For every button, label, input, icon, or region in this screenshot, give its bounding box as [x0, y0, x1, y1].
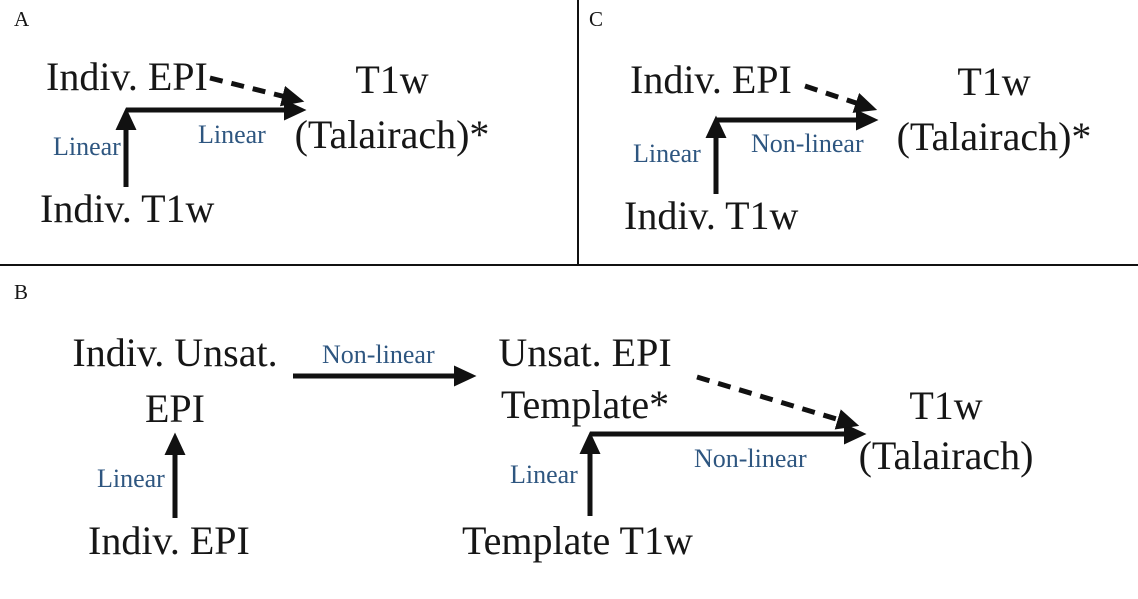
panel-a-node-t1w-talairach-line2: (Talairach)* — [294, 112, 490, 157]
panel-a-node-t1w-talairach: T1w (Talairach)* — [295, 52, 490, 162]
panel-b-label-nonlinear-bottom: Non-linear — [694, 444, 807, 473]
panel-b-node-indiv-unsat-epi-line1: Indiv. Unsat. — [72, 330, 278, 375]
panel-b-tag: B — [14, 280, 29, 304]
horizontal-divider — [0, 264, 1138, 266]
panel-a-label-linear-horizontal: Linear — [198, 120, 266, 149]
panel-b-node-indiv-unsat-epi-line2: EPI — [145, 386, 205, 431]
panel-a-node-indiv-t1w: Indiv. T1w — [40, 186, 215, 231]
panel-b-node-unsat-epi-template: Unsat. EPI Template* — [498, 327, 671, 431]
panel-c-node-indiv-t1w: Indiv. T1w — [624, 193, 799, 238]
panel-a-dashed-composite-arrow — [209, 75, 305, 107]
panel-b-node-indiv-epi: Indiv. EPI — [88, 518, 250, 563]
panel-c-node-t1w-talairach: T1w (Talairach)* — [897, 54, 1092, 164]
panel-b-label-nonlinear-top: Non-linear — [322, 340, 435, 369]
panel-c-label-nonlinear-horizontal: Non-linear — [751, 129, 864, 158]
panel-b-node-t1w-talairach-line2: (Talairach) — [858, 433, 1034, 478]
panel-a-label-linear-vertical: Linear — [53, 132, 121, 161]
panel-b-node-indiv-unsat-epi: Indiv. Unsat. EPI — [72, 325, 277, 437]
panel-b-node-template-t1w: Template T1w — [462, 518, 693, 563]
vertical-divider — [577, 0, 579, 266]
panel-a-node-t1w-talairach-line1: T1w — [355, 57, 429, 102]
panel-c-tag: C — [589, 7, 604, 31]
panel-b-node-unsat-epi-template-line1: Unsat. EPI — [498, 330, 672, 375]
panel-b-node-unsat-epi-template-line2: Template* — [500, 382, 670, 427]
panel-c-label-linear-vertical: Linear — [633, 139, 701, 168]
panel-c-node-t1w-talairach-line2: (Talairach)* — [896, 114, 1092, 159]
panel-a-node-indiv-epi: Indiv. EPI — [46, 54, 208, 99]
panel-b-label-linear-left: Linear — [97, 464, 165, 493]
panel-b-node-t1w-talairach-line1: T1w — [909, 383, 983, 428]
panel-b-label-linear-right: Linear — [510, 460, 578, 489]
panel-c-node-t1w-talairach-line1: T1w — [957, 59, 1031, 104]
panel-c-node-indiv-epi: Indiv. EPI — [630, 57, 792, 102]
panel-c-dashed-composite-arrow — [804, 83, 878, 113]
panel-a-tag: A — [14, 7, 30, 31]
panel-b-dashed-composite-arrow — [696, 374, 860, 430]
panel-b-node-t1w-talairach: T1w (Talairach) — [859, 381, 1034, 481]
